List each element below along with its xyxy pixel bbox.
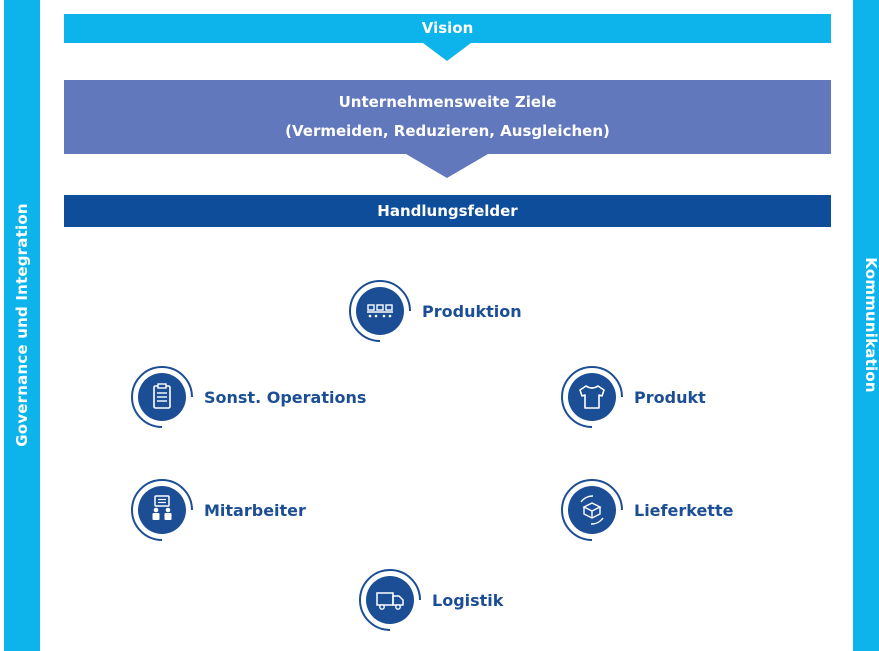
clipboard-icon <box>130 365 194 429</box>
goals-arrow <box>406 154 488 178</box>
node-sonst-operations: Sonst. Operations <box>130 365 366 429</box>
communication-label: Kommunikation <box>862 257 879 393</box>
conveyor-icon <box>348 279 412 343</box>
box-cycle-icon <box>560 478 624 542</box>
truck-icon <box>358 568 422 632</box>
node-label-logistik: Logistik <box>432 590 504 610</box>
node-mitarbeiter: Mitarbeiter <box>130 478 306 542</box>
goals-subtitle: (Vermeiden, Reduzieren, Ausgleichen) <box>285 122 610 140</box>
node-lieferkette: Lieferkette <box>560 478 733 542</box>
vision-arrow <box>423 43 471 61</box>
node-label-produkt: Produkt <box>634 387 706 407</box>
people-chat-icon <box>130 478 194 542</box>
tshirt-icon <box>560 365 624 429</box>
vision-banner: Vision <box>64 14 831 43</box>
node-produkt: Produkt <box>560 365 706 429</box>
node-label-mitarbeiter: Mitarbeiter <box>204 500 306 520</box>
goals-banner: Unternehmensweite Ziele (Vermeiden, Redu… <box>64 80 831 154</box>
governance-label: Governance und Integration <box>13 203 31 447</box>
node-produktion: Produktion <box>348 279 522 343</box>
left-sidebar <box>4 0 40 651</box>
node-logistik: Logistik <box>358 568 503 632</box>
node-label-lieferkette: Lieferkette <box>634 500 734 520</box>
node-label-produktion: Produktion <box>422 301 522 321</box>
right-sidebar <box>853 0 879 651</box>
goals-title: Unternehmensweite Ziele <box>338 93 557 111</box>
node-label-sonst-operations: Sonst. Operations <box>204 387 367 407</box>
fields-banner: Handlungsfelder <box>64 195 831 227</box>
